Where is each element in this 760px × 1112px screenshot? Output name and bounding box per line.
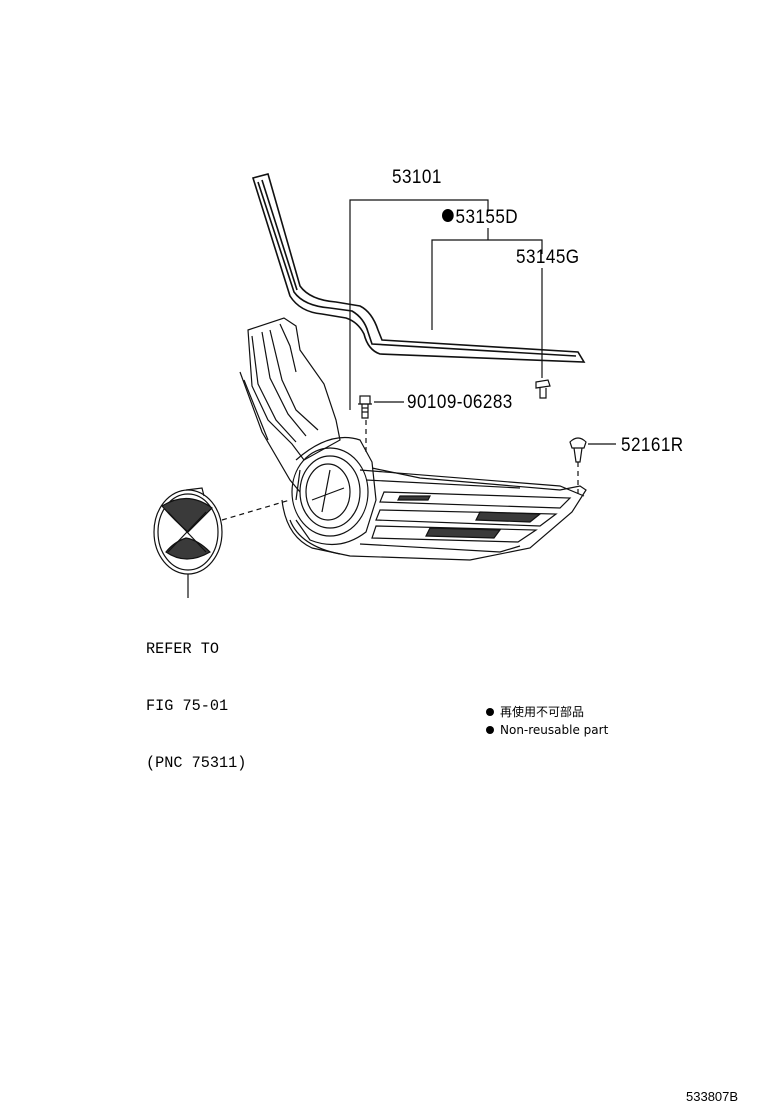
legend-japanese: 再使用不可部品 xyxy=(486,706,584,718)
non-reusable-bullet-icon xyxy=(442,209,454,223)
reference-note-line1: REFER TO xyxy=(146,640,219,658)
clip-52161R xyxy=(569,437,587,463)
part-label-90109-06283: 90109-06283 xyxy=(407,392,513,413)
legend-english: Non-reusable part xyxy=(486,724,608,736)
part-label-53145G: 53145G xyxy=(516,247,580,268)
legend-bullet-icon xyxy=(486,725,494,734)
part-label-53155D: 53155D xyxy=(442,208,518,227)
reference-note-line2: FIG 75-01 xyxy=(146,697,229,715)
legend-japanese-text: 再使用不可部品 xyxy=(500,705,585,719)
emblem xyxy=(153,487,223,575)
clip-53145G xyxy=(535,379,551,399)
reference-note-line3: (PNC 75311) xyxy=(146,754,247,772)
part-label-53155D-text: 53155D xyxy=(455,207,519,228)
part-label-53101: 53101 xyxy=(392,167,442,188)
part-label-52161R: 52161R xyxy=(621,435,684,456)
radiator-grille-body xyxy=(239,317,587,561)
legend-english-text: Non-reusable part xyxy=(500,723,609,737)
legend-bullet-icon xyxy=(486,707,494,716)
figure-code: 533807B xyxy=(686,1089,739,1104)
leader-lines xyxy=(187,199,616,598)
reference-note: REFER TO FIG 75-01 (PNC 75311) xyxy=(146,602,246,792)
upper-molding-strip xyxy=(251,173,586,363)
bolt-90109-06283 xyxy=(358,395,372,419)
